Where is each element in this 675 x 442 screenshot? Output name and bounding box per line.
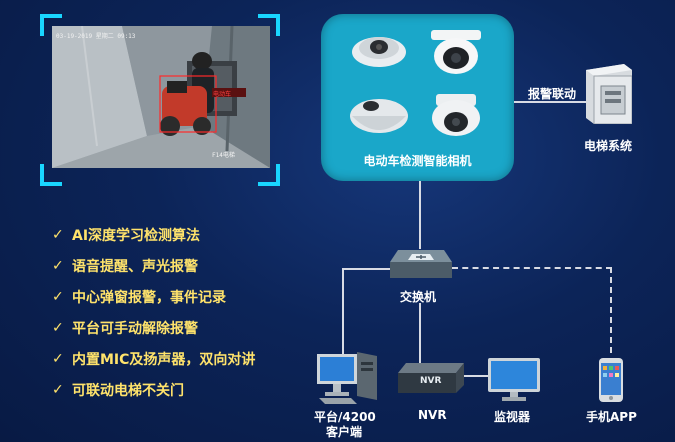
nvr-icon: NVR [398, 363, 464, 397]
monitor-label: 监视器 [494, 410, 531, 424]
alarm-link-label: 报警联动 [528, 87, 577, 101]
feature-text: 中心弹窗报警，事件记录 [72, 289, 226, 306]
nvr-label: NVR [418, 408, 447, 422]
switch-phone-line-v [610, 267, 612, 353]
feature-text: 内置MIC及扬声器，双向对讲 [72, 351, 256, 368]
elevator-scene-image [52, 26, 270, 168]
check-icon: ✓ [52, 226, 64, 243]
feature-item: ✓ 内置MIC及扬声器，双向对讲 [52, 343, 255, 374]
feature-text: AI深度学习检测算法 [72, 227, 201, 244]
check-icon: ✓ [52, 319, 64, 336]
frame-corner-top-left [40, 14, 62, 36]
feature-text: 可联动电梯不关门 [72, 382, 184, 399]
switch-phone-line-h [452, 267, 612, 269]
feature-item: ✓ AI深度学习检测算法 [52, 219, 255, 250]
switch-nvr-line [419, 303, 421, 363]
check-icon: ✓ [52, 350, 64, 367]
check-icon: ✓ [52, 257, 64, 274]
camera-switch-line [419, 181, 421, 249]
switch-platform-line-v [342, 268, 344, 354]
platform-pc-icon [317, 352, 377, 404]
elevator-system-icon [586, 64, 633, 125]
frame-corner-top-right [258, 14, 280, 36]
snapshot-alert-label: 电动车 [213, 91, 232, 98]
monitor-icon [488, 358, 540, 402]
elevator-system-label: 电梯系统 [584, 139, 633, 153]
frame-corner-bottom-right [258, 164, 280, 186]
camera-models-icon [350, 30, 481, 136]
feature-item: ✓ 语音提醒、声光报警 [52, 250, 255, 281]
nvr-monitor-line [462, 375, 488, 377]
feature-item: ✓ 中心弹窗报警，事件记录 [52, 281, 255, 312]
camera-panel-title: 电动车检测智能相机 [363, 154, 472, 168]
camera-panel: 电动车检测智能相机 [321, 14, 514, 181]
check-icon: ✓ [52, 381, 64, 398]
switch-label: 交换机 [400, 290, 437, 304]
snapshot-camera-label: F14电梯 [212, 152, 235, 159]
frame-corner-bottom-left [40, 164, 62, 186]
switch-platform-line-h [342, 268, 420, 270]
feature-text: 语音提醒、声光报警 [72, 258, 198, 275]
phone-icon [599, 358, 623, 402]
camera-snapshot: 03-19-2019 星期二 09:13 电动车 F14电梯 [52, 26, 270, 168]
feature-item: ✓ 平台可手动解除报警 [52, 312, 255, 343]
feature-item: ✓ 可联动电梯不关门 [52, 374, 255, 405]
feature-text: 平台可手动解除报警 [72, 320, 198, 337]
alarm-link-line [514, 101, 590, 103]
phone-label: 手机APP [586, 410, 637, 424]
platform-label-line1: 平台/4200 [314, 410, 376, 424]
switch-icon [390, 246, 452, 282]
check-icon: ✓ [52, 288, 64, 305]
nvr-box-text: NVR [420, 376, 442, 386]
platform-label-line2: 客户端 [326, 425, 363, 439]
snapshot-timestamp: 03-19-2019 星期二 09:13 [56, 33, 136, 40]
feature-list: ✓ AI深度学习检测算法 ✓ 语音提醒、声光报警 ✓ 中心弹窗报警，事件记录 ✓ 平台可… [52, 219, 255, 405]
